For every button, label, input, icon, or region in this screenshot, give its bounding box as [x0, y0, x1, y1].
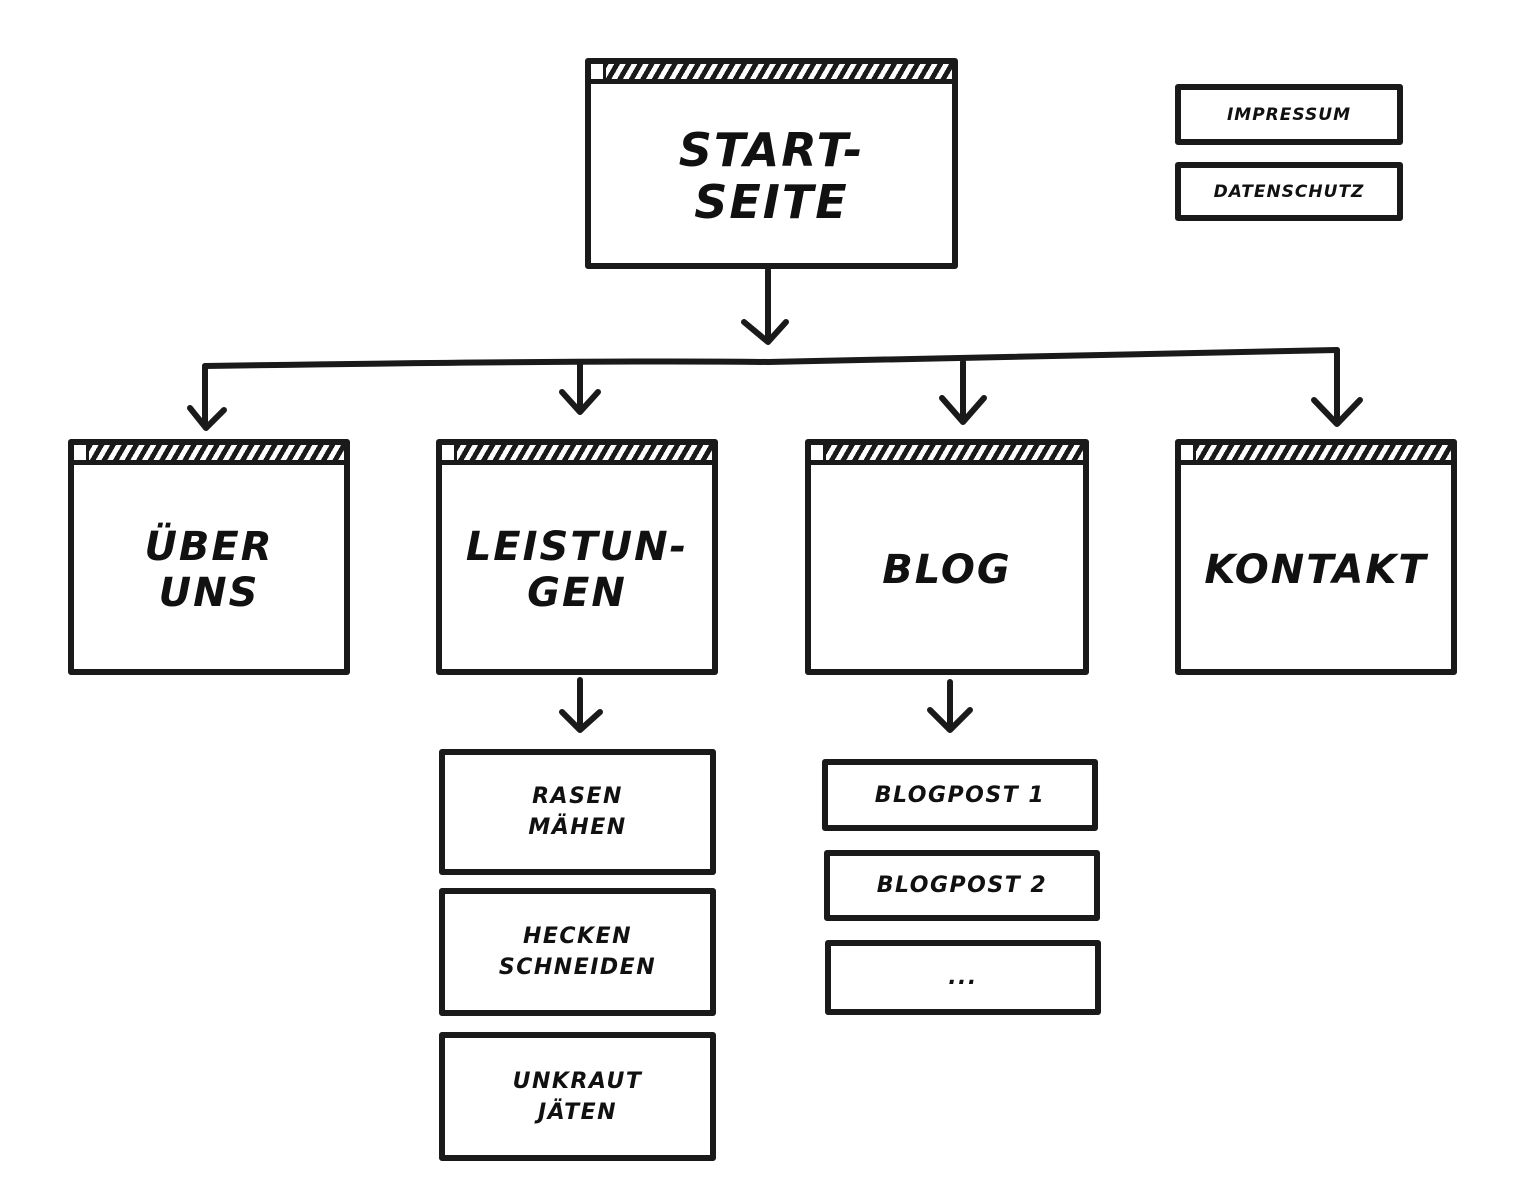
browser-bar [74, 445, 344, 465]
page-kontakt: KONTAKT [1175, 439, 1457, 675]
browser-bar [442, 445, 712, 465]
subpage-hecken-schneiden-label: HECKEN SCHNEIDEN [498, 924, 657, 980]
subpage-blogpost-more: ... [825, 940, 1101, 1015]
arrowhead-kontakt [1311, 397, 1363, 427]
page-leistungen: LEISTUN- GEN [436, 439, 718, 675]
subpage-blogpost-more-label: ... [948, 965, 978, 990]
page-startseite-label: START- SEITE [678, 123, 865, 229]
page-blog: BLOG [805, 439, 1089, 675]
arrowhead-home [741, 319, 789, 345]
subpage-blogpost-2-label: BLOGPOST 2 [876, 873, 1048, 898]
legal-datenschutz: DATENSCHUTZ [1175, 162, 1403, 221]
page-ueber-uns-label: ÜBER UNS [144, 523, 274, 616]
page-startseite: START- SEITE [585, 58, 958, 269]
browser-bar [591, 64, 952, 84]
subpage-blogpost-2: BLOGPOST 2 [824, 850, 1100, 921]
subpage-unkraut-jaeten-label: UNKRAUT JÄTEN [512, 1068, 643, 1125]
subpage-rasen-maehen: RASEN MÄHEN [439, 749, 716, 875]
connector-branch-line [202, 347, 1340, 369]
subpage-unkraut-jaeten: UNKRAUT JÄTEN [439, 1032, 716, 1161]
page-ueber-uns: ÜBER UNS [68, 439, 350, 675]
browser-bar [1181, 445, 1451, 465]
legal-impressum: IMPRESSUM [1175, 84, 1403, 145]
subpage-hecken-schneiden: HECKEN SCHNEIDEN [439, 888, 716, 1016]
arrowhead-posts [927, 707, 973, 733]
page-blog-label: BLOG [882, 546, 1012, 593]
arrowhead-ueber-uns [187, 405, 227, 431]
arrowhead-leistungen [559, 389, 601, 415]
subpage-rasen-maehen-label: RASEN MÄHEN [528, 784, 627, 840]
legal-impressum-label: IMPRESSUM [1226, 104, 1351, 125]
browser-bar [811, 445, 1083, 465]
arrowhead-blog [939, 395, 987, 425]
page-leistungen-label: LEISTUN- GEN [465, 523, 689, 616]
arrowhead-services [559, 709, 603, 733]
subpage-blogpost-1-label: BLOGPOST 1 [874, 782, 1046, 808]
subpage-blogpost-1: BLOGPOST 1 [822, 759, 1098, 831]
legal-datenschutz-label: DATENSCHUTZ [1213, 181, 1365, 202]
page-kontakt-label: KONTAKT [1204, 546, 1428, 593]
